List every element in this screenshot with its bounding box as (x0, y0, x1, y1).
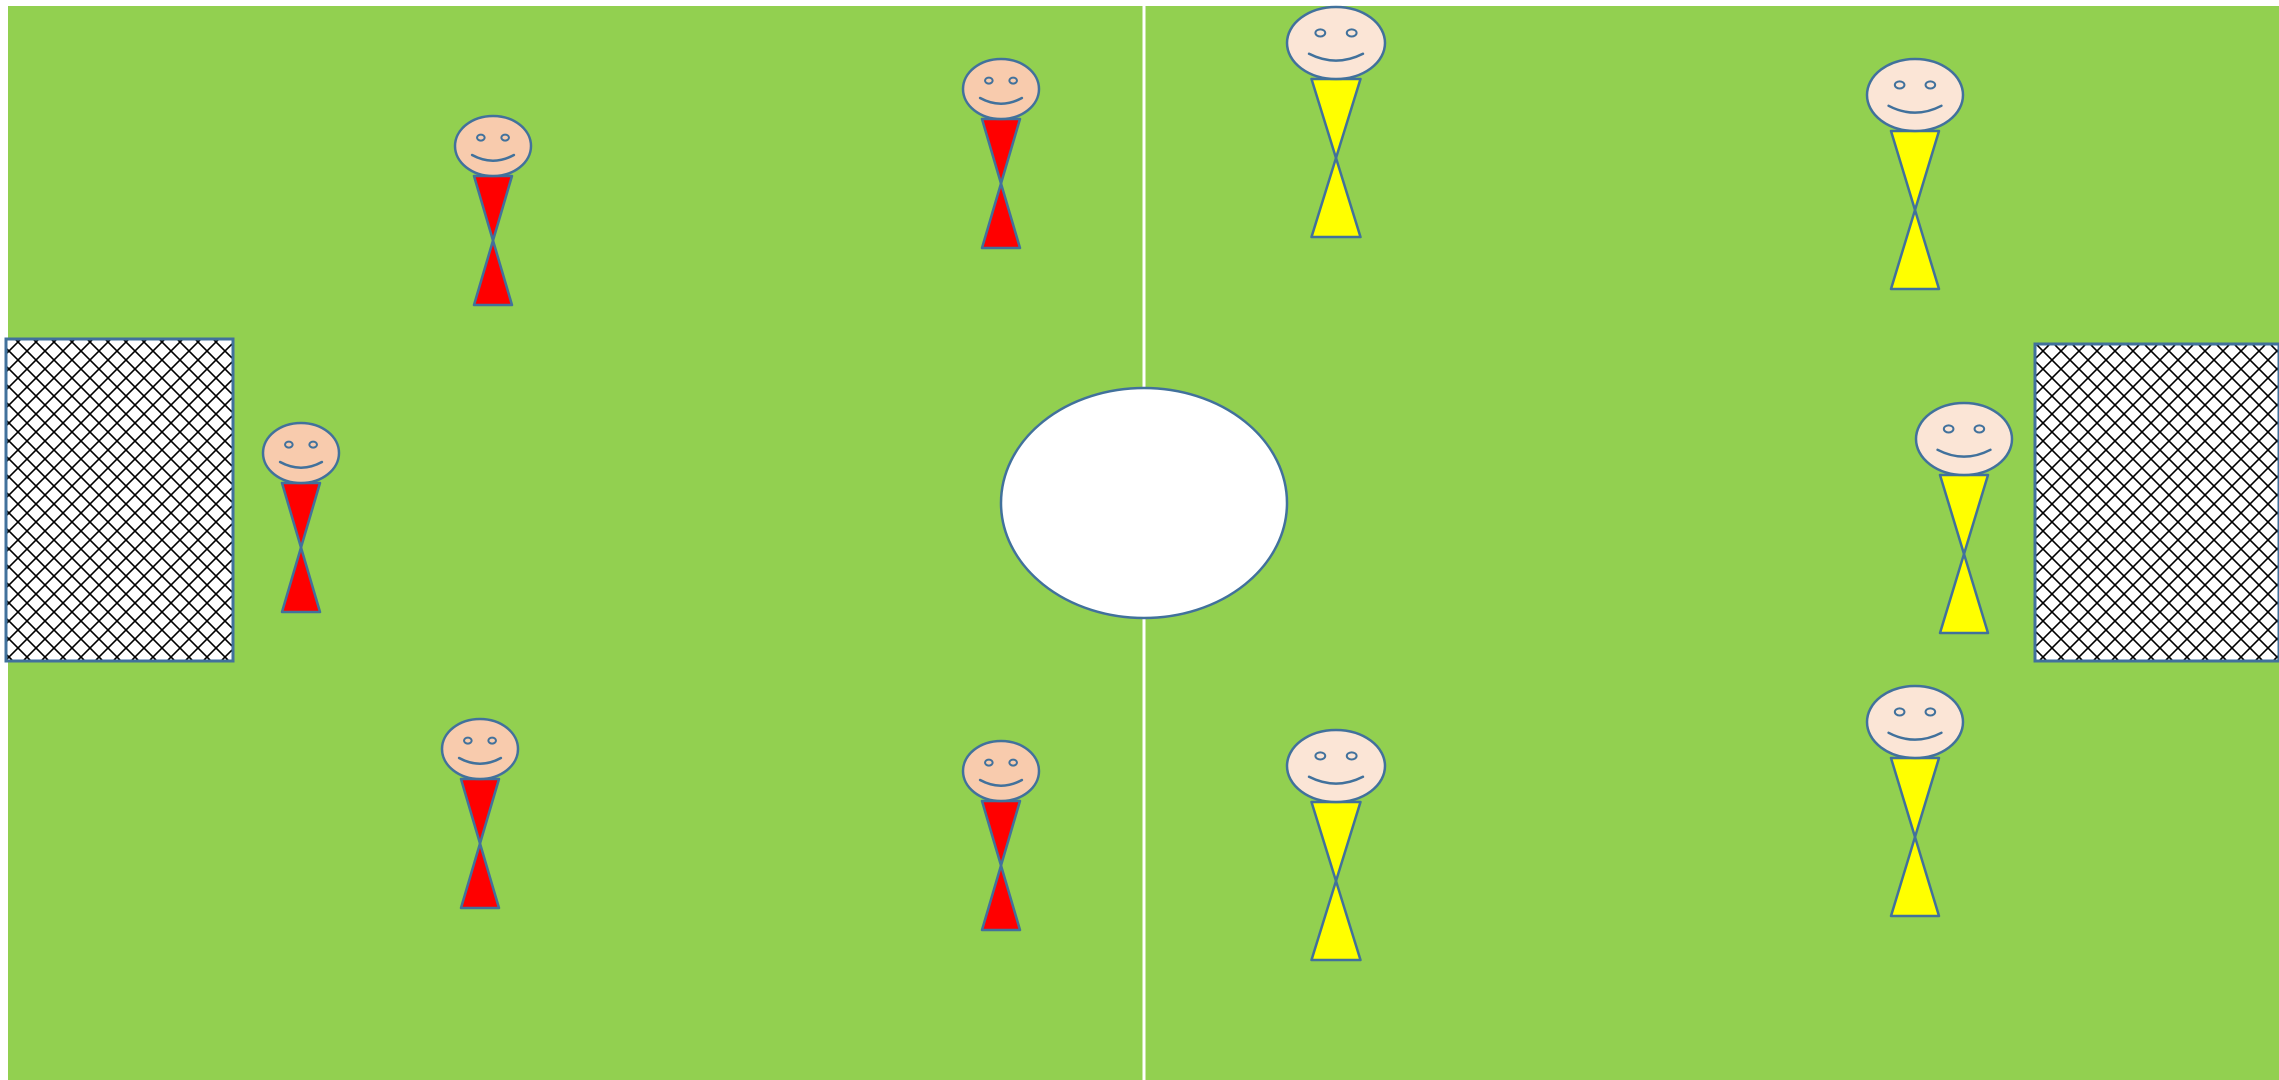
right-eye-icon (1975, 425, 1985, 432)
left-eye-icon (1315, 29, 1325, 36)
right-eye-icon (1347, 29, 1357, 36)
smiley-face-icon (263, 423, 339, 483)
left-eye-icon (477, 135, 485, 141)
right-eye-icon (1009, 78, 1017, 84)
smiley-face-icon (455, 116, 531, 176)
right-eye-icon (1926, 708, 1936, 715)
left-eye-icon (1895, 81, 1905, 88)
right-eye-icon (488, 738, 496, 744)
smiley-face-icon (1287, 7, 1385, 79)
left-eye-icon (464, 738, 472, 744)
left-eye-icon (985, 78, 993, 84)
center-circle (1001, 388, 1287, 618)
smiley-face-icon (1916, 403, 2012, 475)
smiley-face-icon (1287, 730, 1385, 802)
smiley-face-icon (963, 741, 1039, 801)
left-goal (6, 339, 233, 661)
right-eye-icon (1347, 752, 1357, 759)
right-eye-icon (1926, 81, 1936, 88)
right-eye-icon (309, 442, 317, 448)
smiley-face-icon (442, 719, 518, 779)
left-eye-icon (985, 760, 993, 766)
left-eye-icon (1944, 425, 1954, 432)
left-eye-icon (1895, 708, 1905, 715)
right-eye-icon (1009, 760, 1017, 766)
smiley-face-icon (1867, 59, 1963, 131)
left-eye-icon (285, 442, 293, 448)
smiley-face-icon (963, 59, 1039, 119)
left-eye-icon (1315, 752, 1325, 759)
smiley-face-icon (1867, 686, 1963, 758)
right-eye-icon (501, 135, 509, 141)
right-goal (2035, 344, 2279, 661)
